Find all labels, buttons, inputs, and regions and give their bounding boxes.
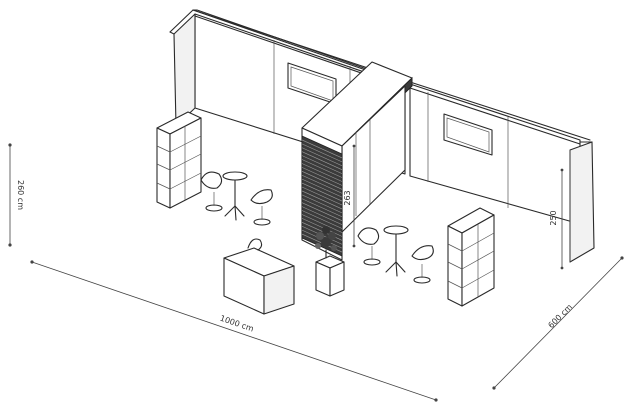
slat-line	[301, 163, 343, 182]
reception-counter	[223, 238, 295, 315]
slat-line	[301, 174, 343, 194]
slat-line	[301, 198, 343, 218]
depth-label: 600 cm	[546, 302, 574, 330]
chair-left-a	[200, 171, 223, 212]
slat-line	[301, 167, 343, 186]
slat-line	[301, 218, 343, 237]
slat-line	[301, 151, 343, 170]
width-label: 1000 cm	[219, 314, 255, 334]
bar-table-left	[222, 171, 248, 221]
slat-line	[301, 214, 343, 233]
chair-left-b	[250, 189, 273, 226]
cube-shelf-left	[156, 111, 202, 209]
chair-right-b	[411, 245, 434, 284]
center-column	[301, 61, 413, 261]
cube-shelf-right	[447, 207, 495, 307]
dimension-column-height: 263	[343, 144, 356, 248]
back-wall-height-label: 250	[549, 210, 558, 225]
slat-line	[301, 147, 343, 167]
slat-line	[301, 139, 343, 159]
slat-line	[301, 155, 343, 174]
back-wall-right	[409, 81, 591, 225]
wall-height-label: 260 cm	[16, 180, 25, 210]
slat-line	[301, 202, 343, 221]
dimension-height-left: 260 cm	[8, 143, 25, 247]
slat-line	[301, 159, 343, 178]
column-height-label: 263	[343, 190, 352, 205]
slatted-panel	[301, 135, 343, 257]
plant	[315, 226, 337, 259]
slat-line	[301, 143, 343, 163]
slat-line	[301, 210, 343, 229]
slat-line	[301, 171, 343, 190]
slat-line	[301, 182, 343, 202]
dimension-back-wall-height: 250	[549, 168, 564, 270]
slat-line	[301, 194, 343, 214]
side-wall-right	[569, 141, 595, 263]
plant-pedestal	[315, 226, 345, 297]
side-wall-left	[169, 9, 196, 127]
tv-screen-right	[443, 113, 493, 156]
slat-line	[301, 206, 343, 225]
slat-line	[301, 178, 343, 198]
bar-table-right	[383, 225, 409, 277]
slat-line	[301, 190, 343, 210]
dimension-depth: 600 cm	[492, 256, 624, 390]
chair-right-a	[357, 227, 381, 266]
slat-line	[301, 186, 343, 206]
